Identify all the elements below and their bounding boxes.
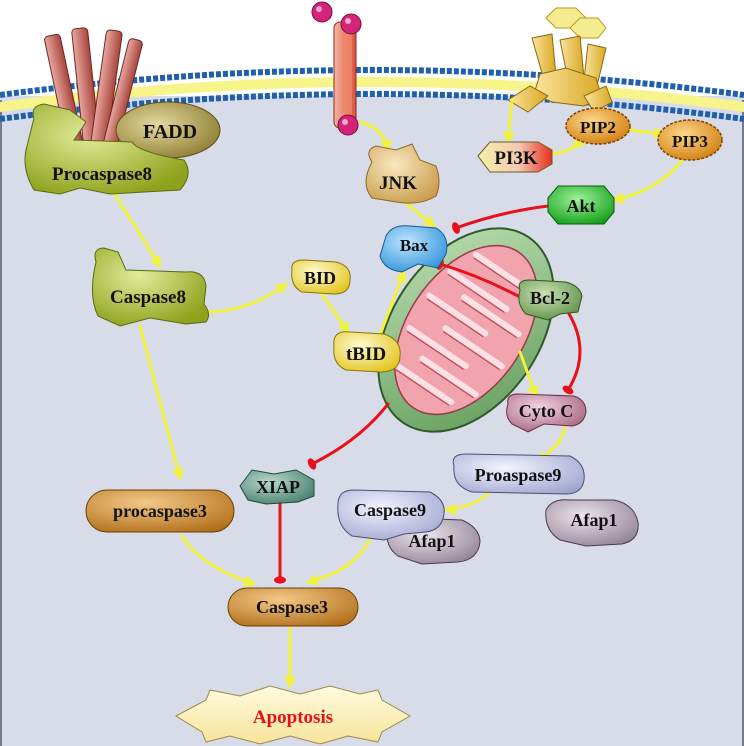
node-caspase8: Caspase8 (92, 247, 210, 327)
label-pi3k: PI3K (494, 148, 538, 169)
inhibit-mito-xiap (307, 402, 390, 470)
node-cyto-c: Cyto C (506, 393, 587, 433)
arrow-bid-tbid (320, 292, 350, 334)
inhibit-bcl2-bax (436, 258, 520, 298)
label-xiap: XIAP (256, 477, 300, 497)
node-procaspase3: procaspase3 (85, 489, 235, 533)
arrow-rtk-pi3k (502, 98, 515, 145)
arrow-caspase9-caspase3 (305, 532, 374, 586)
rtk-receptor-icon (507, 7, 613, 113)
arrow-caspase8-procaspase3 (138, 324, 184, 481)
node-bid: BID (291, 259, 351, 295)
label-jnk: JNK (379, 173, 417, 194)
label-caspase9: Caspase9 (354, 500, 426, 520)
inhibit-bcl2-cytoc (562, 310, 582, 395)
node-apoptosis: Apoptosis (174, 685, 412, 745)
label-fadd: FADD (143, 121, 197, 143)
node-procaspase8: Procaspase8 (24, 103, 189, 195)
label-afap1-bound: Afap1 (408, 531, 455, 551)
label-proaspase9: Proaspase9 (475, 465, 562, 485)
inhibit-akt-bax (452, 204, 550, 234)
label-tbid: tBID (346, 344, 386, 365)
label-caspase3: Caspase3 (256, 597, 328, 617)
node-bcl2: Bcl-2 (518, 279, 583, 321)
node-pip2: PIP2 (565, 107, 631, 145)
node-proaspase9: Proaspase9 (452, 453, 585, 495)
label-bax: Bax (400, 236, 429, 255)
arrow-proaspase9-caspase9 (443, 492, 490, 516)
arrow-caspase8-bid (202, 282, 288, 314)
arrow-tbid-bax (376, 269, 407, 342)
node-fadd: FADD (115, 101, 221, 159)
arrow-pip2-pip3 (628, 126, 667, 139)
inhibition-lines (274, 204, 582, 584)
label-procaspase8: Procaspase8 (52, 164, 152, 185)
arrow-mito-cytoc (518, 350, 539, 399)
label-cyto-c: Cyto C (519, 401, 574, 421)
node-caspase3: Caspase3 (227, 587, 359, 627)
arrow-pip3-akt (611, 156, 686, 204)
node-xiap: XIAP (239, 469, 315, 505)
label-pip2: PIP2 (580, 118, 616, 137)
label-apoptosis: Apoptosis (253, 707, 333, 728)
arrow-pi3k-pip2 (550, 135, 585, 156)
node-akt: Akt (547, 185, 615, 225)
node-pi3k: PI3K (477, 141, 553, 173)
node-caspase9: Caspase9 (337, 489, 445, 541)
label-caspase8: Caspase8 (110, 287, 186, 308)
arrow-procaspase8-caspase8 (110, 188, 162, 269)
label-bcl2: Bcl-2 (530, 288, 570, 308)
label-bid: BID (304, 268, 336, 288)
arrow-procaspase3-caspase3 (180, 534, 257, 587)
label-akt: Akt (566, 196, 595, 216)
node-afap1-free: Afap1 (545, 499, 639, 547)
node-pip3: PIP3 (657, 119, 723, 161)
label-pip3: PIP3 (672, 132, 708, 151)
node-jnk: JNK (365, 143, 440, 204)
label-afap1-free: Afap1 (570, 510, 617, 530)
label-procaspase3: procaspase3 (113, 501, 207, 521)
node-tbid: tBID (333, 331, 401, 373)
node-bax: Bax (379, 225, 448, 273)
arrow-receptor-jnk (358, 120, 393, 153)
receptor-channel-icon (311, 1, 362, 136)
